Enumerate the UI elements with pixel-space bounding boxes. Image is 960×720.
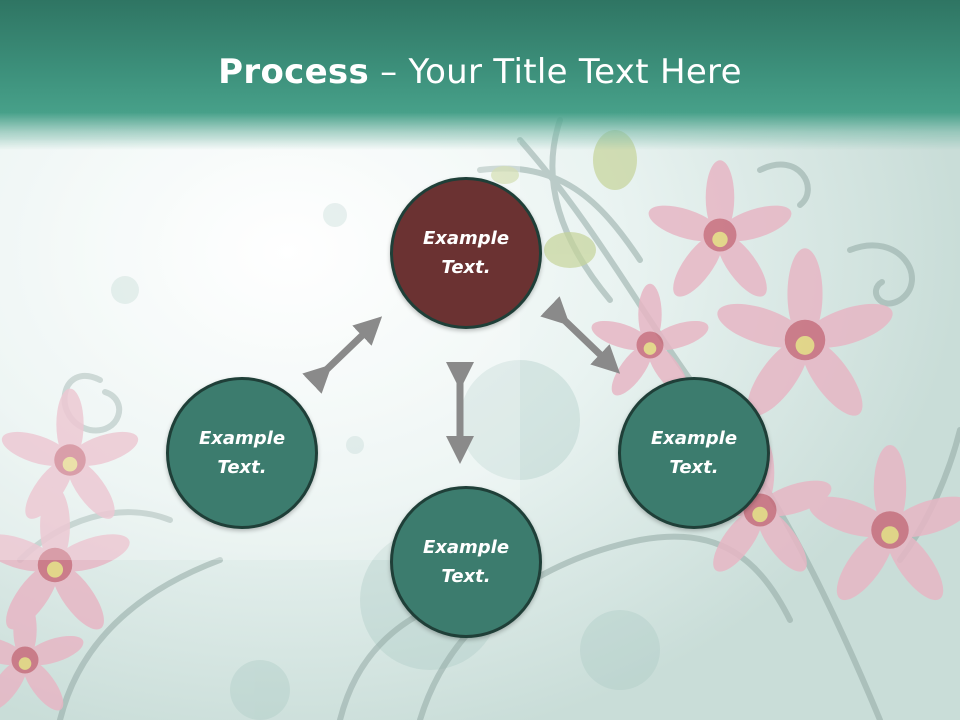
node-left-label: Example Text.: [198, 428, 286, 478]
arrow-top-right: [540, 296, 621, 374]
process-node-top: Example Text.: [390, 177, 542, 329]
process-node-right: Example Text.: [618, 377, 770, 529]
slide-title-rest: – Your Title Text Here: [369, 52, 742, 92]
slide-title-bold: Process: [218, 52, 370, 92]
node-bottom-label: Example Text.: [422, 537, 510, 587]
slide-title: Process – Your Title Text Here: [0, 52, 960, 92]
node-right-label: Example Text.: [650, 428, 738, 478]
process-node-left: Example Text.: [166, 377, 318, 529]
arrow-top-left: [302, 316, 383, 394]
node-top-label: Example Text.: [422, 228, 510, 278]
process-node-bottom: Example Text.: [390, 486, 542, 638]
title-bar: [0, 0, 960, 150]
